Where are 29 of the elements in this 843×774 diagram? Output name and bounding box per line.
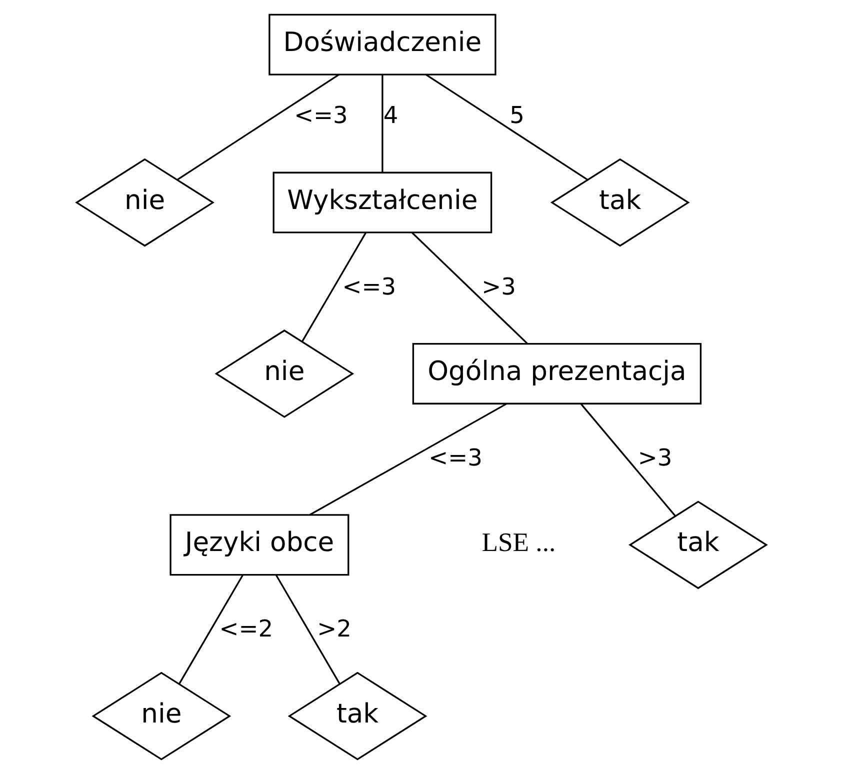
connector — [275, 574, 341, 684]
node-box: Wykształcenie — [272, 172, 492, 234]
connector — [382, 74, 384, 172]
node-diamond: nie — [214, 330, 354, 418]
edge-label: <=3 — [294, 102, 348, 130]
connector — [411, 232, 528, 344]
node-box: Ogólna prezentacja — [412, 342, 702, 404]
edge-label: <=2 — [219, 616, 274, 643]
node-diamond: tak — [550, 158, 690, 247]
connector — [178, 574, 244, 684]
edge-label: >3 — [638, 444, 672, 472]
connector — [176, 74, 340, 180]
node-diamond: nie — [92, 672, 232, 760]
label: LSE ... — [482, 527, 556, 558]
edge-label: 5 — [510, 102, 524, 130]
edge-label: <=3 — [342, 273, 396, 300]
node-diamond: tak — [288, 672, 428, 760]
node-diamond: nie — [75, 158, 214, 247]
edge-label: >2 — [317, 616, 352, 643]
connector — [309, 403, 507, 516]
connector — [426, 74, 588, 180]
node-box: Doświadczenie — [268, 14, 496, 76]
edge-label: <=3 — [428, 444, 482, 472]
connector — [580, 403, 676, 516]
connector — [301, 232, 367, 342]
node-diamond: tak — [628, 500, 768, 590]
edge-label: >3 — [482, 273, 516, 300]
edge-label: 4 — [383, 102, 398, 130]
node-box: Języki obce — [170, 514, 350, 576]
